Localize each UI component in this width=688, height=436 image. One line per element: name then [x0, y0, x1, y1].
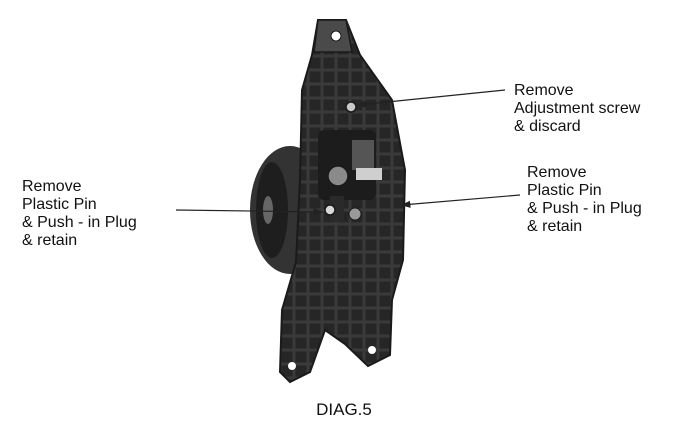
- callout-line: Remove: [22, 178, 82, 195]
- leader-arrow-plastic-pin-right: [400, 194, 521, 208]
- callout-line: Adjustment screw: [514, 100, 641, 117]
- plastic-pin-part: [324, 204, 336, 216]
- callout-line: & retain: [527, 218, 583, 235]
- callout-plastic-pin-left: Remove Plastic Pin & Push - in Plug & re…: [22, 178, 137, 250]
- callout-adjustment-screw: Remove Adjustment screw & discard: [514, 82, 640, 136]
- callout-line: & retain: [22, 232, 78, 249]
- callout-line: & Push - in Plug: [22, 214, 137, 231]
- callout-line: Plastic Pin: [22, 196, 97, 213]
- callout-plastic-pin-right: Remove Plastic Pin & Push - in Plug & re…: [527, 164, 642, 236]
- leader-arrow-adjustment-screw: [356, 89, 506, 108]
- callout-line: Plastic Pin: [527, 182, 602, 199]
- callout-line: Remove: [514, 82, 574, 99]
- callout-line: Remove: [527, 164, 587, 181]
- callout-line: & discard: [514, 118, 581, 135]
- leader-arrow-plastic-pin-left: [175, 208, 324, 216]
- callout-line: & Push - in Plug: [527, 200, 642, 217]
- adjustment-screw-part: [345, 101, 357, 113]
- gear-mechanism: [318, 130, 382, 222]
- diagram-caption: DIAG.5: [316, 400, 372, 419]
